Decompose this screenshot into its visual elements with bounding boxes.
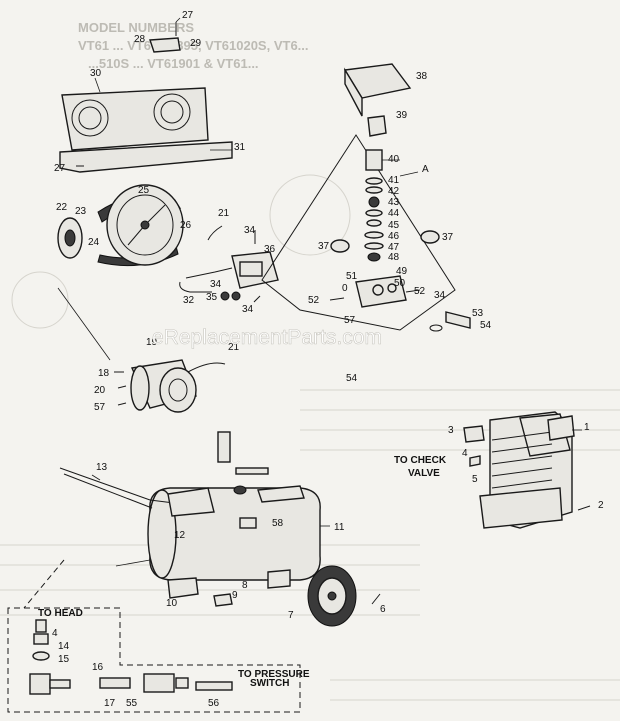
part-label-58: 58 (272, 518, 284, 529)
part-label-54-right: 54 (480, 320, 492, 331)
part-label-30: 30 (90, 68, 102, 79)
part-label-9: 9 (232, 590, 238, 601)
part-label-41: 41 (388, 175, 400, 186)
part-label-20: 20 (94, 385, 106, 396)
part-label-26: 26 (180, 220, 192, 231)
part-label-22: 22 (56, 202, 68, 213)
part-label-38: 38 (416, 71, 428, 82)
part-label-17: 17 (104, 698, 116, 709)
part-label-55: 55 (126, 698, 138, 709)
pulley-belt-assembly (57, 184, 184, 267)
part-label-42: 42 (388, 186, 400, 197)
part-label-3: 3 (448, 425, 454, 436)
part-label-35: 35 (206, 292, 218, 303)
part-label-32: 32 (183, 295, 195, 306)
part-label-15: 15 (58, 654, 70, 665)
pressure-switch-assembly (179, 225, 279, 303)
part-label-27-top: 27 (182, 10, 194, 21)
part-label-6: 6 (380, 604, 386, 615)
part-label-19: 19 (146, 337, 158, 348)
ghost-title-line-1: MODEL NUMBERS (78, 20, 194, 35)
belt-guard-assembly (59, 22, 233, 173)
ghost-title-line-3: ...510S ... VT61901 & VT61... (88, 56, 259, 71)
to-check-valve-label-1: TO CHECK (394, 455, 447, 466)
part-label-57-motor: 57 (94, 402, 106, 413)
part-label-31: 31 (234, 142, 246, 153)
compressor-pump-assembly (463, 411, 591, 529)
part-label-40: 40 (388, 154, 400, 165)
ghost-title-line-2: VT61 ... VT6 ... 2895, VT61020S, VT6... (78, 38, 309, 53)
part-label-33: 34 (210, 279, 222, 290)
part-label-23: 23 (75, 206, 87, 217)
part-label-45: 45 (388, 220, 400, 231)
part-label-57-head: 57 (344, 315, 356, 326)
part-label-5: 5 (472, 474, 478, 485)
part-label-39: 39 (396, 110, 408, 121)
part-label-44: 44 (388, 208, 400, 219)
part-label-4-pump: 4 (462, 448, 468, 459)
to-pressure-switch-label-2: SWITCH (250, 678, 289, 689)
leader-lines (57, 17, 582, 567)
part-label-51: 51 (346, 271, 358, 282)
part-label-34-head: 34 (434, 290, 446, 301)
part-label-49: 49 (396, 266, 408, 277)
to-pressure-switch-label-1: TO PRESSURE (238, 669, 310, 680)
to-head-label: TO HEAD (38, 608, 83, 619)
part-label-25: 25 (138, 185, 150, 196)
background-document-ghost: MODEL NUMBERS VT61 ... VT6 ... 2895, VT6… (0, 20, 620, 701)
tubing-inset (7, 559, 301, 713)
part-label-13: 13 (96, 462, 108, 473)
part-label-12: 12 (174, 530, 186, 541)
callout-texts: TO CHECK VALVE TO HEAD TO PRESSURE SWITC… (38, 455, 447, 689)
part-label-53: 53 (472, 308, 484, 319)
part-number-labels: 27 28 29 30 31 27 25 22 23 26 24 21 34 3… (52, 10, 604, 709)
part-label-29: 29 (190, 38, 202, 49)
wheel-assembly (307, 565, 381, 627)
part-label-34-lower: 34 (242, 304, 254, 315)
part-label-37-left: 37 (318, 241, 330, 252)
part-label-36: 36 (264, 244, 276, 255)
cylinder-head-assembly (261, 63, 471, 332)
to-check-valve-label-2: VALVE (408, 468, 440, 479)
part-label-27-left: 27 (54, 163, 66, 174)
part-label-56: 56 (208, 698, 220, 709)
part-label-52-right: 52 (414, 286, 426, 297)
part-label-16: 16 (92, 662, 104, 673)
part-label-7: 7 (288, 610, 294, 621)
part-label-54-lower: 54 (346, 373, 358, 384)
watermark-text: eReplacementParts.com (152, 326, 382, 349)
part-label-28: 28 (134, 34, 146, 45)
part-label-34-upper: 34 (244, 225, 256, 236)
part-label-0: 0 (342, 283, 348, 294)
part-label-21-upper: 21 (218, 208, 230, 219)
part-label-37-right: 37 (442, 232, 454, 243)
air-tank-assembly (59, 431, 321, 607)
motor-assembly (114, 359, 226, 413)
part-label-2: 2 (598, 500, 604, 511)
part-label-47: 47 (388, 242, 400, 253)
part-label-A: A (422, 164, 429, 175)
part-label-8: 8 (242, 580, 248, 591)
part-label-50: 50 (394, 278, 406, 289)
part-label-11: 11 (334, 522, 345, 533)
part-label-14: 14 (58, 641, 70, 652)
part-label-52-left: 52 (308, 295, 320, 306)
part-label-21-lower: 21 (228, 342, 240, 353)
part-label-24: 24 (88, 237, 100, 248)
part-label-4-inset: 4 (52, 628, 58, 639)
part-label-1: 1 (584, 422, 590, 433)
part-label-10: 10 (166, 598, 178, 609)
part-label-48: 48 (388, 252, 400, 263)
part-label-46: 46 (388, 231, 400, 242)
part-label-18: 18 (98, 368, 110, 379)
part-label-43: 43 (388, 197, 400, 208)
